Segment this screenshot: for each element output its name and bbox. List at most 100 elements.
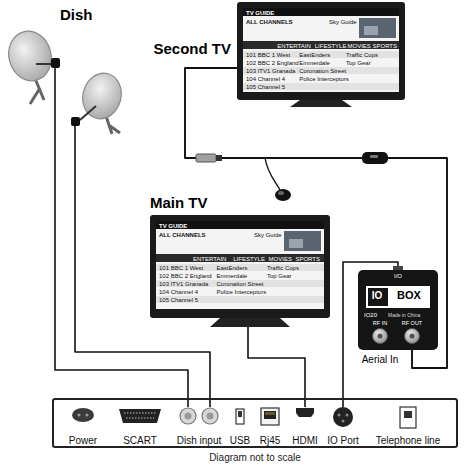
- port-label: HDMI: [292, 435, 318, 447]
- second-tv-drawing: [237, 2, 405, 107]
- inline-amplifier: [362, 152, 388, 164]
- screen-text: SPORTS: [295, 256, 320, 262]
- coax-socket-core: [409, 333, 414, 338]
- cable: [248, 318, 305, 407]
- io-box-badge: [366, 286, 430, 308]
- screen-row: [156, 264, 324, 271]
- io-box-top-port: [393, 266, 403, 270]
- power-port: Power: [66, 407, 101, 446]
- dish-mount: [106, 116, 120, 134]
- io-box-body: [358, 270, 438, 350]
- dish-cable: [54, 68, 56, 135]
- screen-text: TV GUIDE: [246, 10, 274, 16]
- tv-heading: Main TV: [150, 194, 208, 211]
- telephone-socket: [400, 407, 416, 428]
- power-pin: [77, 413, 80, 416]
- dish-cable: [74, 126, 76, 135]
- port-marking: I/O: [394, 273, 402, 280]
- remote-eye-lead: [265, 158, 280, 190]
- screen-header: [243, 8, 399, 16]
- rf-cable-parts: [196, 152, 388, 201]
- lnb-arm: [36, 63, 53, 65]
- brand-mark: IO: [372, 290, 383, 302]
- screen-thumbnail: [359, 18, 396, 38]
- screen-text: MOVIES: [269, 256, 292, 262]
- screen-text: 104 Channel 4: [246, 76, 285, 82]
- remote-eye-lens: [278, 191, 284, 195]
- screen-text: 102 BBC 2 England: [246, 60, 299, 66]
- socket-label: RF IN: [373, 320, 387, 326]
- lnb-arm: [80, 106, 96, 120]
- tv-screen: [243, 8, 399, 92]
- f-connector: [202, 408, 218, 424]
- io-port-pin: [346, 414, 349, 417]
- rj45-pins: [266, 412, 274, 415]
- rf-plug-tip: [216, 155, 222, 161]
- screen-row: [156, 296, 324, 303]
- screen-text: 104 Channel 4: [159, 289, 198, 295]
- screen-text: ALL CHANNELS: [159, 232, 206, 238]
- screen-row: [243, 51, 399, 58]
- screen-text: 105 Channel 5: [159, 297, 198, 303]
- caption: Diagram not to scale: [209, 452, 301, 463]
- tv-stand: [210, 318, 290, 327]
- io-port-socket: [333, 407, 353, 427]
- screen-thumbnail: [284, 231, 321, 251]
- screen-text: Sky Guide: [254, 232, 282, 238]
- dish-heading: Dish: [60, 6, 93, 23]
- screen-text: 103 ITV1 Granada: [246, 68, 295, 74]
- screen-text: Top Gear: [346, 60, 371, 66]
- screen-text: TV GUIDE: [159, 223, 187, 229]
- inline-amplifier-detail: [370, 155, 378, 158]
- screen-text: SPORTS: [372, 43, 397, 49]
- rj45-socket: [261, 408, 279, 425]
- screen-text: Police Interceptors: [216, 289, 266, 295]
- screen-text: EastEnders: [299, 52, 330, 58]
- dish-input-port: Dish input: [174, 407, 225, 446]
- screen-text: Sky Guide: [329, 19, 357, 25]
- brand-mark: BOX: [397, 289, 421, 302]
- screen-thumbnail-detail: [364, 26, 378, 35]
- port-label: SCART: [123, 435, 157, 447]
- io-port-pin: [338, 414, 341, 417]
- screen-text: Emmerdale: [216, 273, 247, 279]
- screen-text: EastEnders: [216, 265, 247, 271]
- coax-socket: [373, 329, 388, 344]
- screen-tabs: [156, 254, 324, 262]
- screen-text: 101 BBC 1 West: [246, 52, 290, 58]
- screen-text: Police Interceptors: [299, 76, 349, 82]
- rf-plug: [196, 154, 216, 162]
- receiver-back-panel: PowerSCARTDish inputUSBRj45HDMIIO PortTe…: [52, 398, 458, 448]
- scart-port: SCART: [120, 407, 160, 446]
- telephone-port: Telephone line: [373, 407, 444, 446]
- screen-text: Coronation Street: [216, 281, 263, 287]
- usb-port: USB: [227, 407, 254, 446]
- screen-row: [243, 67, 399, 74]
- screen-text: Traffic Cops: [267, 265, 299, 271]
- satellite-dish: [3, 26, 60, 135]
- tv-heading: Second TV: [153, 40, 231, 57]
- rj45-opening: [264, 411, 276, 419]
- screen-text: 105 Channel 5: [246, 84, 285, 90]
- screen-text: LIFESTYLE: [233, 256, 265, 262]
- f-connector: [180, 408, 196, 424]
- tv-bezel: [237, 2, 405, 100]
- tv-stand: [290, 100, 352, 107]
- screen-text: Coronation Street: [299, 68, 346, 74]
- origin-marking: Made in China: [388, 313, 420, 319]
- telephone-opening: [404, 411, 412, 418]
- screen-text: ALL CHANNELS: [246, 19, 293, 25]
- screen-row: [156, 280, 324, 287]
- screen-text: 102 BBC 2 England: [159, 273, 212, 279]
- screen-row: [243, 83, 399, 90]
- screen-text: ENTERTAIN: [193, 256, 226, 262]
- tv-screen: [156, 221, 324, 309]
- f-connector-core: [207, 413, 214, 420]
- usb-tongue: [238, 411, 242, 417]
- power-pin: [85, 413, 88, 416]
- io-port-pin: [342, 420, 345, 423]
- back-panel-ports: [72, 407, 416, 428]
